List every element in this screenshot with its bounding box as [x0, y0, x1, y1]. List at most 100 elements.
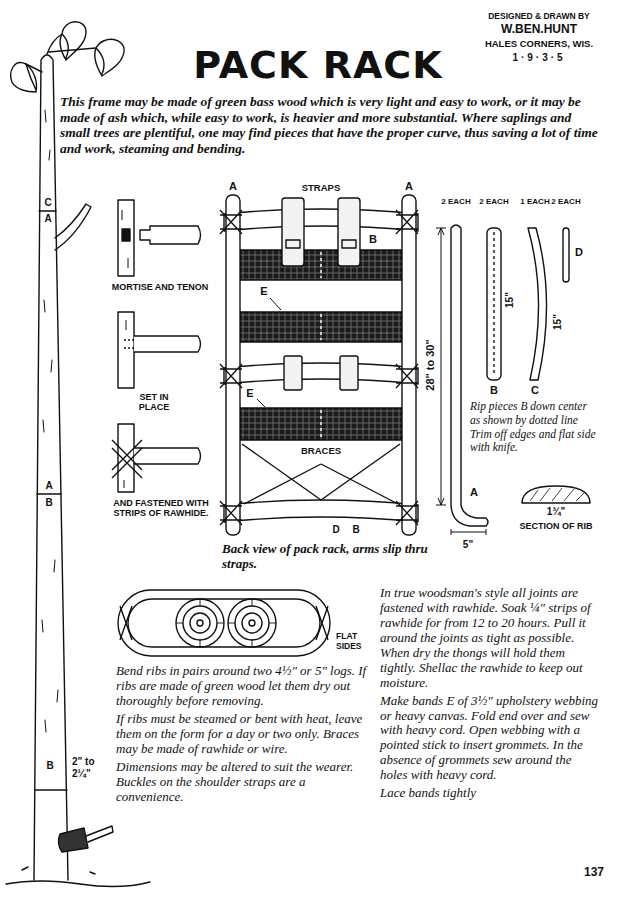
- part-letter: A: [405, 180, 413, 193]
- sapling-stroke: [60, 22, 86, 60]
- figure-caption: Back view of pack rack, arms slip thru s…: [222, 542, 428, 572]
- sapling-stroke: [11, 63, 37, 92]
- sapling-stroke: [6, 881, 150, 887]
- bending-form-stroke: [118, 590, 330, 656]
- frame-back-view-stroke: [338, 198, 360, 266]
- dimension: 1¾": [547, 506, 566, 518]
- joint-details-stroke: [122, 229, 130, 241]
- joint-details-stroke: [134, 448, 201, 464]
- instruction-paragraph: If ribs must be steamed or bent with hea…: [116, 712, 368, 757]
- instruction-paragraph: Dimensions may be altered to suit the we…: [116, 760, 368, 805]
- quantity: 2 EACH: [441, 197, 471, 206]
- intro-note: This frame may be made of green bass woo…: [60, 94, 604, 156]
- joint-details-stroke: [140, 226, 201, 244]
- bending-form-stroke: [228, 599, 276, 647]
- joint-details-stroke: [118, 200, 134, 276]
- parts-stroke: [522, 486, 590, 503]
- frame-back-view-stroke: [396, 501, 418, 525]
- part-name: STRAPS: [302, 183, 341, 194]
- dimension: 15": [504, 292, 516, 308]
- page-number: 137: [584, 866, 604, 880]
- parts-stroke: [451, 225, 488, 526]
- frame-back-view-stroke: [224, 363, 418, 384]
- joint-caption: SET IN PLACE: [128, 392, 180, 413]
- sapling-stroke: [58, 828, 88, 852]
- part-letter: A: [470, 486, 478, 499]
- bending-form-stroke: [249, 620, 255, 626]
- frame-back-view-stroke: [402, 195, 416, 535]
- page-title: PACK RACK: [168, 44, 468, 88]
- bending-form-stroke: [176, 599, 276, 647]
- year: 1·9·3·5: [470, 52, 608, 64]
- part-letter: B: [352, 524, 359, 536]
- part-letter: B: [490, 384, 498, 397]
- frame-back-view-stroke: [226, 195, 240, 535]
- text-column: Bend ribs in pairs around two 4½" or 5" …: [116, 664, 368, 807]
- parts-stroke: [493, 232, 494, 376]
- frame-back-view: [220, 195, 418, 535]
- frame-back-view-stroke: [242, 444, 400, 504]
- joint-details-stroke: [112, 440, 142, 478]
- frame-back-view-stroke: [220, 210, 242, 234]
- parts-stroke: [487, 228, 501, 380]
- part-letter: C: [531, 384, 539, 397]
- part-letter: D: [575, 246, 583, 259]
- credit-line: DESIGNED & DRAWN BY: [470, 12, 608, 22]
- author-name: W.BEN.HUNT: [470, 23, 608, 37]
- bending-form-stroke: [176, 599, 224, 647]
- quantity: 1 EACH: [520, 197, 550, 206]
- parts-stroke: [530, 488, 584, 501]
- joint-caption: MORTISE AND TENON: [110, 282, 210, 292]
- bending-form-stroke: [120, 606, 328, 640]
- joint-details-stroke: [134, 336, 201, 352]
- bending-form-stroke: [190, 613, 210, 633]
- instruction-note: Rip pieces B down center as shown by dot…: [470, 400, 598, 455]
- instruction-paragraph: Lace bands tightly: [380, 786, 602, 801]
- cut-letter: A: [44, 213, 51, 225]
- parts-stroke: [528, 228, 547, 380]
- instruction-paragraph: In true woodsman's style all joints are …: [380, 586, 602, 691]
- frame-back-view-stroke: [320, 252, 321, 438]
- sapling-stroke: [35, 211, 67, 790]
- frame-back-view-stroke: [396, 210, 418, 234]
- cut-letter: B: [46, 760, 53, 772]
- cut-letter: B: [45, 497, 52, 509]
- parts-stroke: [563, 228, 569, 282]
- frame-back-view-stroke: [224, 209, 418, 231]
- bending-form-stroke: [183, 606, 217, 640]
- parts-stroke: [436, 228, 486, 535]
- author-place: HALES CORNERS, WIS.: [470, 39, 608, 50]
- frame-back-view-stroke: [220, 364, 242, 388]
- part-name: BRACES: [301, 446, 341, 457]
- frame-back-view-stroke: [340, 356, 358, 390]
- quantity: 2 EACH: [479, 197, 509, 206]
- dimension: 28" to 30": [424, 339, 437, 390]
- frame-back-view-stroke: [257, 298, 281, 407]
- frame-back-view-stroke: [220, 501, 242, 525]
- bending-form-stroke: [128, 599, 320, 647]
- joint-details-stroke: [124, 340, 134, 348]
- frame-back-view-stroke: [282, 198, 304, 266]
- parts: [436, 225, 590, 535]
- part-name: FLAT SIDES: [336, 632, 374, 652]
- sapling-stroke: [55, 204, 91, 250]
- instruction-paragraph: Bend ribs in pairs around two 4½" or 5" …: [116, 664, 368, 709]
- dimension: 5": [463, 539, 473, 551]
- part-letter: D: [332, 524, 339, 536]
- sapling-stroke: [95, 39, 124, 76]
- part-letter: B: [369, 233, 377, 246]
- sapling-stroke: [26, 34, 96, 72]
- part-letter: A: [229, 180, 237, 193]
- sapling-stroke: [34, 55, 68, 880]
- frame-back-view-stroke: [286, 240, 300, 248]
- frame-back-view-stroke: [284, 356, 302, 390]
- bending-form-stroke: [235, 606, 269, 640]
- joint-details-stroke: [122, 210, 128, 488]
- joint-caption: AND FASTENED WITH STRIPS OF RAWHIDE.: [106, 498, 216, 519]
- cut-letter: A: [45, 480, 52, 492]
- bending-form-stroke: [242, 613, 262, 633]
- frame-back-view-stroke: [396, 364, 418, 388]
- part-name: SECTION OF RIB: [519, 521, 592, 531]
- bending-form: [118, 590, 330, 656]
- dimension: 15": [552, 314, 564, 330]
